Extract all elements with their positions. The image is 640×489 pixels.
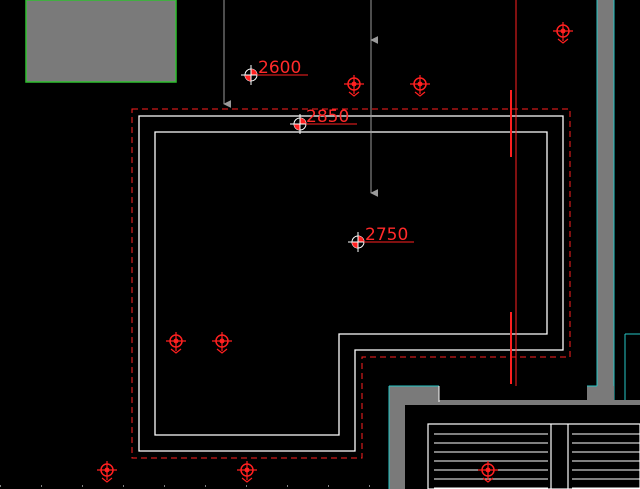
anchor-icon[interactable] xyxy=(344,75,364,97)
stair-grate[interactable] xyxy=(427,423,640,489)
right-wall[interactable] xyxy=(587,0,640,400)
level-label: 2850 xyxy=(306,107,349,127)
anchor-icon[interactable] xyxy=(97,461,117,483)
anchor-icon[interactable] xyxy=(478,461,498,483)
anchor-icon[interactable] xyxy=(553,22,573,44)
anchor-icon[interactable] xyxy=(212,332,232,354)
slab-boundary-dashed[interactable] xyxy=(131,108,571,459)
level-label: 2750 xyxy=(365,225,408,245)
level-label: 2600 xyxy=(258,58,301,78)
level-marker-2850[interactable]: 2850 xyxy=(290,107,357,134)
gray-slab[interactable] xyxy=(25,0,177,83)
anchor-icon[interactable] xyxy=(237,461,257,483)
level-marker-2600[interactable]: 2600 xyxy=(241,58,308,85)
room-outline-inner[interactable] xyxy=(154,131,548,436)
room-outline-outer[interactable] xyxy=(138,115,564,452)
bottom-wall[interactable] xyxy=(388,385,640,489)
anchor-icon[interactable] xyxy=(410,75,430,97)
anchor-icon[interactable] xyxy=(166,332,186,354)
level-marker-2750[interactable]: 2750 xyxy=(348,225,414,252)
